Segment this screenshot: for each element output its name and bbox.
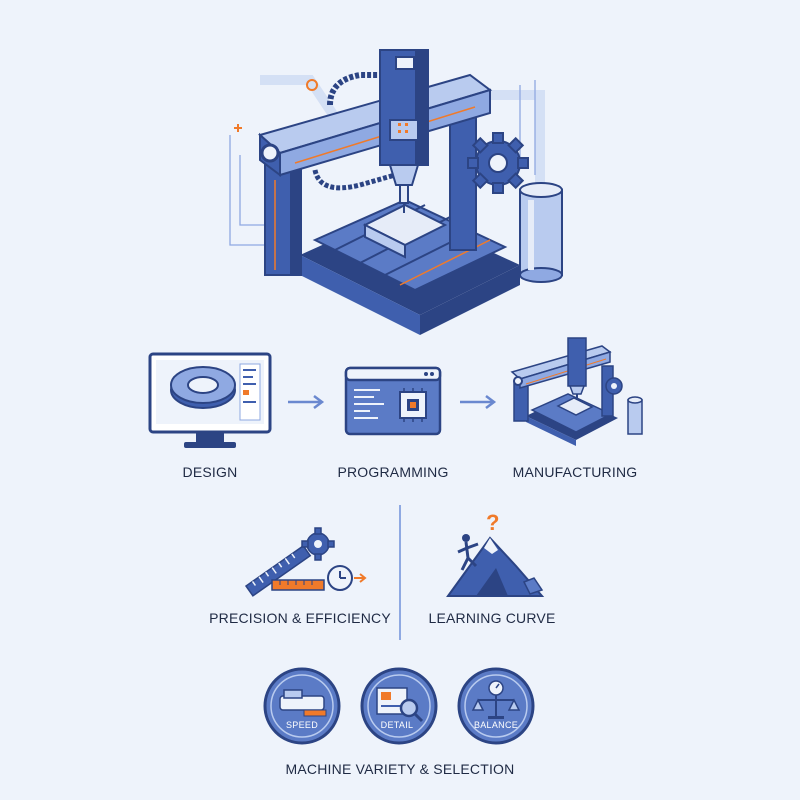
gear-decoration-icon xyxy=(467,132,529,194)
spindle-head xyxy=(379,49,429,213)
aspect-label-learning-curve: LEARNING CURVE xyxy=(428,610,556,626)
process-step-label-manufacturing: MANUFACTURING xyxy=(512,464,638,480)
badge-label-balance: BALANCE xyxy=(474,720,518,730)
cnc-machine-icon xyxy=(510,337,643,446)
badge-balance: BALANCE xyxy=(457,667,535,745)
badge-label-detail: DETAIL xyxy=(381,720,414,730)
stock-cylinder xyxy=(519,182,563,283)
mountain-climber-icon: ? xyxy=(446,510,545,597)
ruler-gear-clock-icon xyxy=(244,527,367,597)
conveyor-icon xyxy=(279,689,327,717)
machine-base xyxy=(300,198,520,335)
badge-label-speed: SPEED xyxy=(286,720,318,730)
accent-marks xyxy=(234,79,318,132)
badge-speed: SPEED xyxy=(263,667,341,745)
monitor-design-icon xyxy=(148,352,272,448)
scale-icon xyxy=(471,680,521,719)
arrow-right-icon xyxy=(288,395,325,409)
selection-title: MACHINE VARIETY & SELECTION xyxy=(285,761,515,777)
badge-detail: DETAIL xyxy=(360,667,438,745)
aspect-label-precision: PRECISION & EFFICIENCY xyxy=(209,610,391,626)
arrow-right-icon xyxy=(460,395,497,409)
code-window-icon xyxy=(344,366,442,436)
hero-cnc-machine-illustration xyxy=(229,49,563,335)
machine-left-column xyxy=(264,164,302,276)
magnifier-icon xyxy=(399,698,424,723)
process-step-label-programming: PROGRAMMING xyxy=(337,464,449,480)
process-step-label-design: DESIGN xyxy=(182,464,238,480)
section-divider xyxy=(399,505,401,640)
svg-text:?: ? xyxy=(486,510,499,535)
